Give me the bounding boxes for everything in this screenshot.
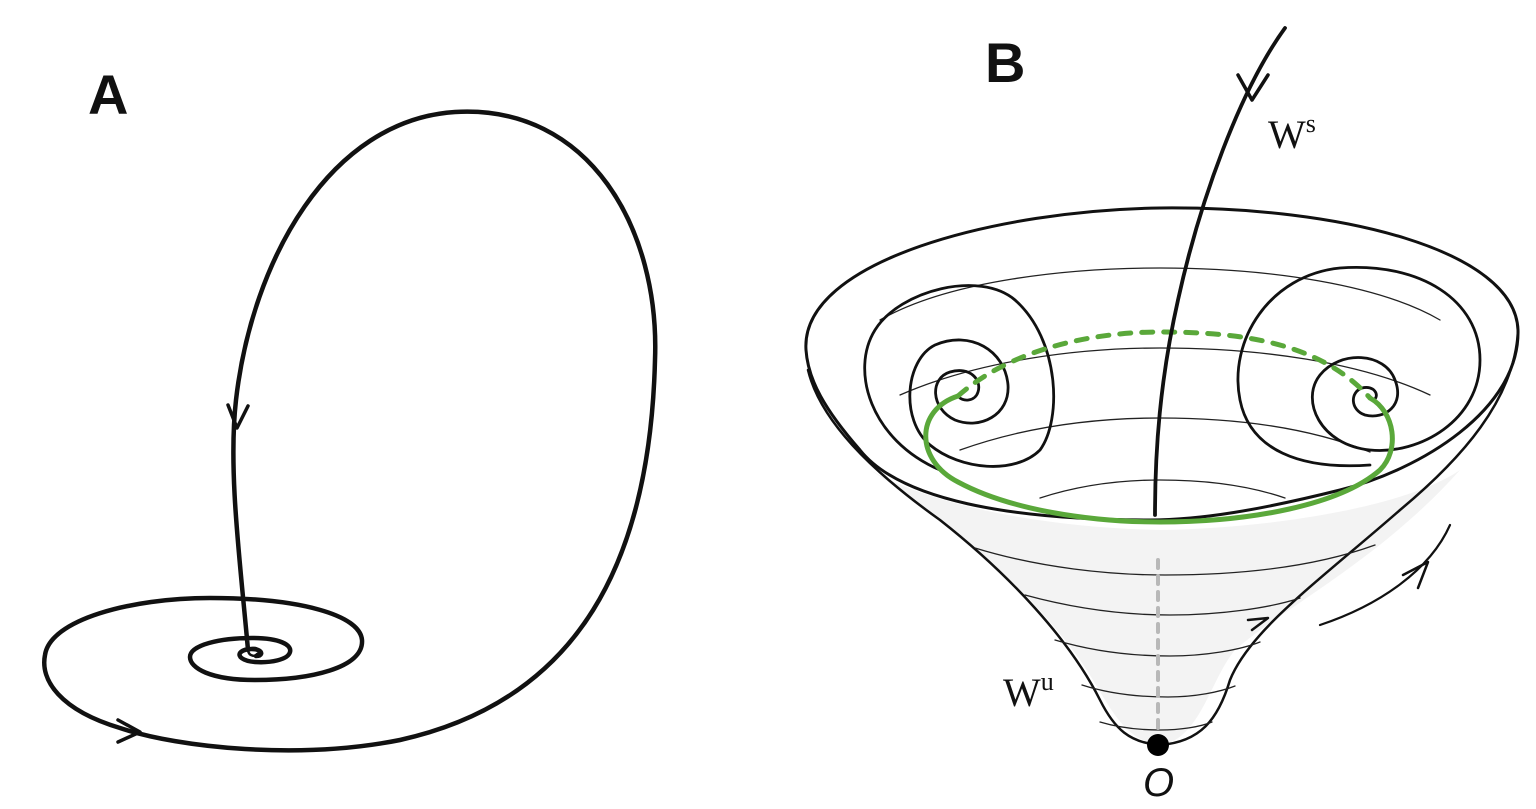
periodic-orbit-front [923, 393, 1395, 525]
funnel-rim [804, 206, 1520, 522]
equilibrium-label: O [1143, 761, 1174, 805]
spiral-left [863, 284, 1055, 472]
arrow-flow-cone [1246, 616, 1270, 632]
cone-ring-4 [1081, 684, 1236, 698]
arrow-stable [1236, 73, 1270, 102]
cone-ring-3 [1054, 639, 1261, 657]
unstable-manifold-label: Wu [1003, 667, 1054, 715]
periodic-orbit-back [955, 329, 1373, 401]
cone-ring-2 [1024, 594, 1301, 616]
bowl-ring-2 [899, 347, 1431, 396]
spiral-core-a [247, 646, 261, 658]
spiral-right [1236, 265, 1482, 468]
bowl-ring-1 [879, 267, 1441, 321]
stable-manifold-label: Ws [1268, 109, 1316, 157]
arrow-right-a [116, 718, 142, 744]
funnel-left-side [806, 368, 1160, 747]
panel-a: A [42, 63, 658, 753]
cone-ring-1 [974, 544, 1376, 576]
bowl-ring-4 [1039, 479, 1286, 499]
equilibrium-point [1147, 734, 1169, 756]
cone-ring-5 [1099, 721, 1213, 731]
panel-label-b: B [985, 31, 1025, 94]
panel-b: B [804, 26, 1520, 805]
arrow-down-a [226, 403, 250, 430]
arrow-flow-right [1401, 560, 1430, 590]
bowl-ring-3 [959, 417, 1371, 453]
flow-line-right [1318, 523, 1452, 627]
funnel-right-side [1158, 328, 1520, 747]
homoclinic-loop-a [42, 109, 658, 753]
funnel-body [870, 470, 1460, 745]
panel-label-a: A [88, 63, 128, 126]
